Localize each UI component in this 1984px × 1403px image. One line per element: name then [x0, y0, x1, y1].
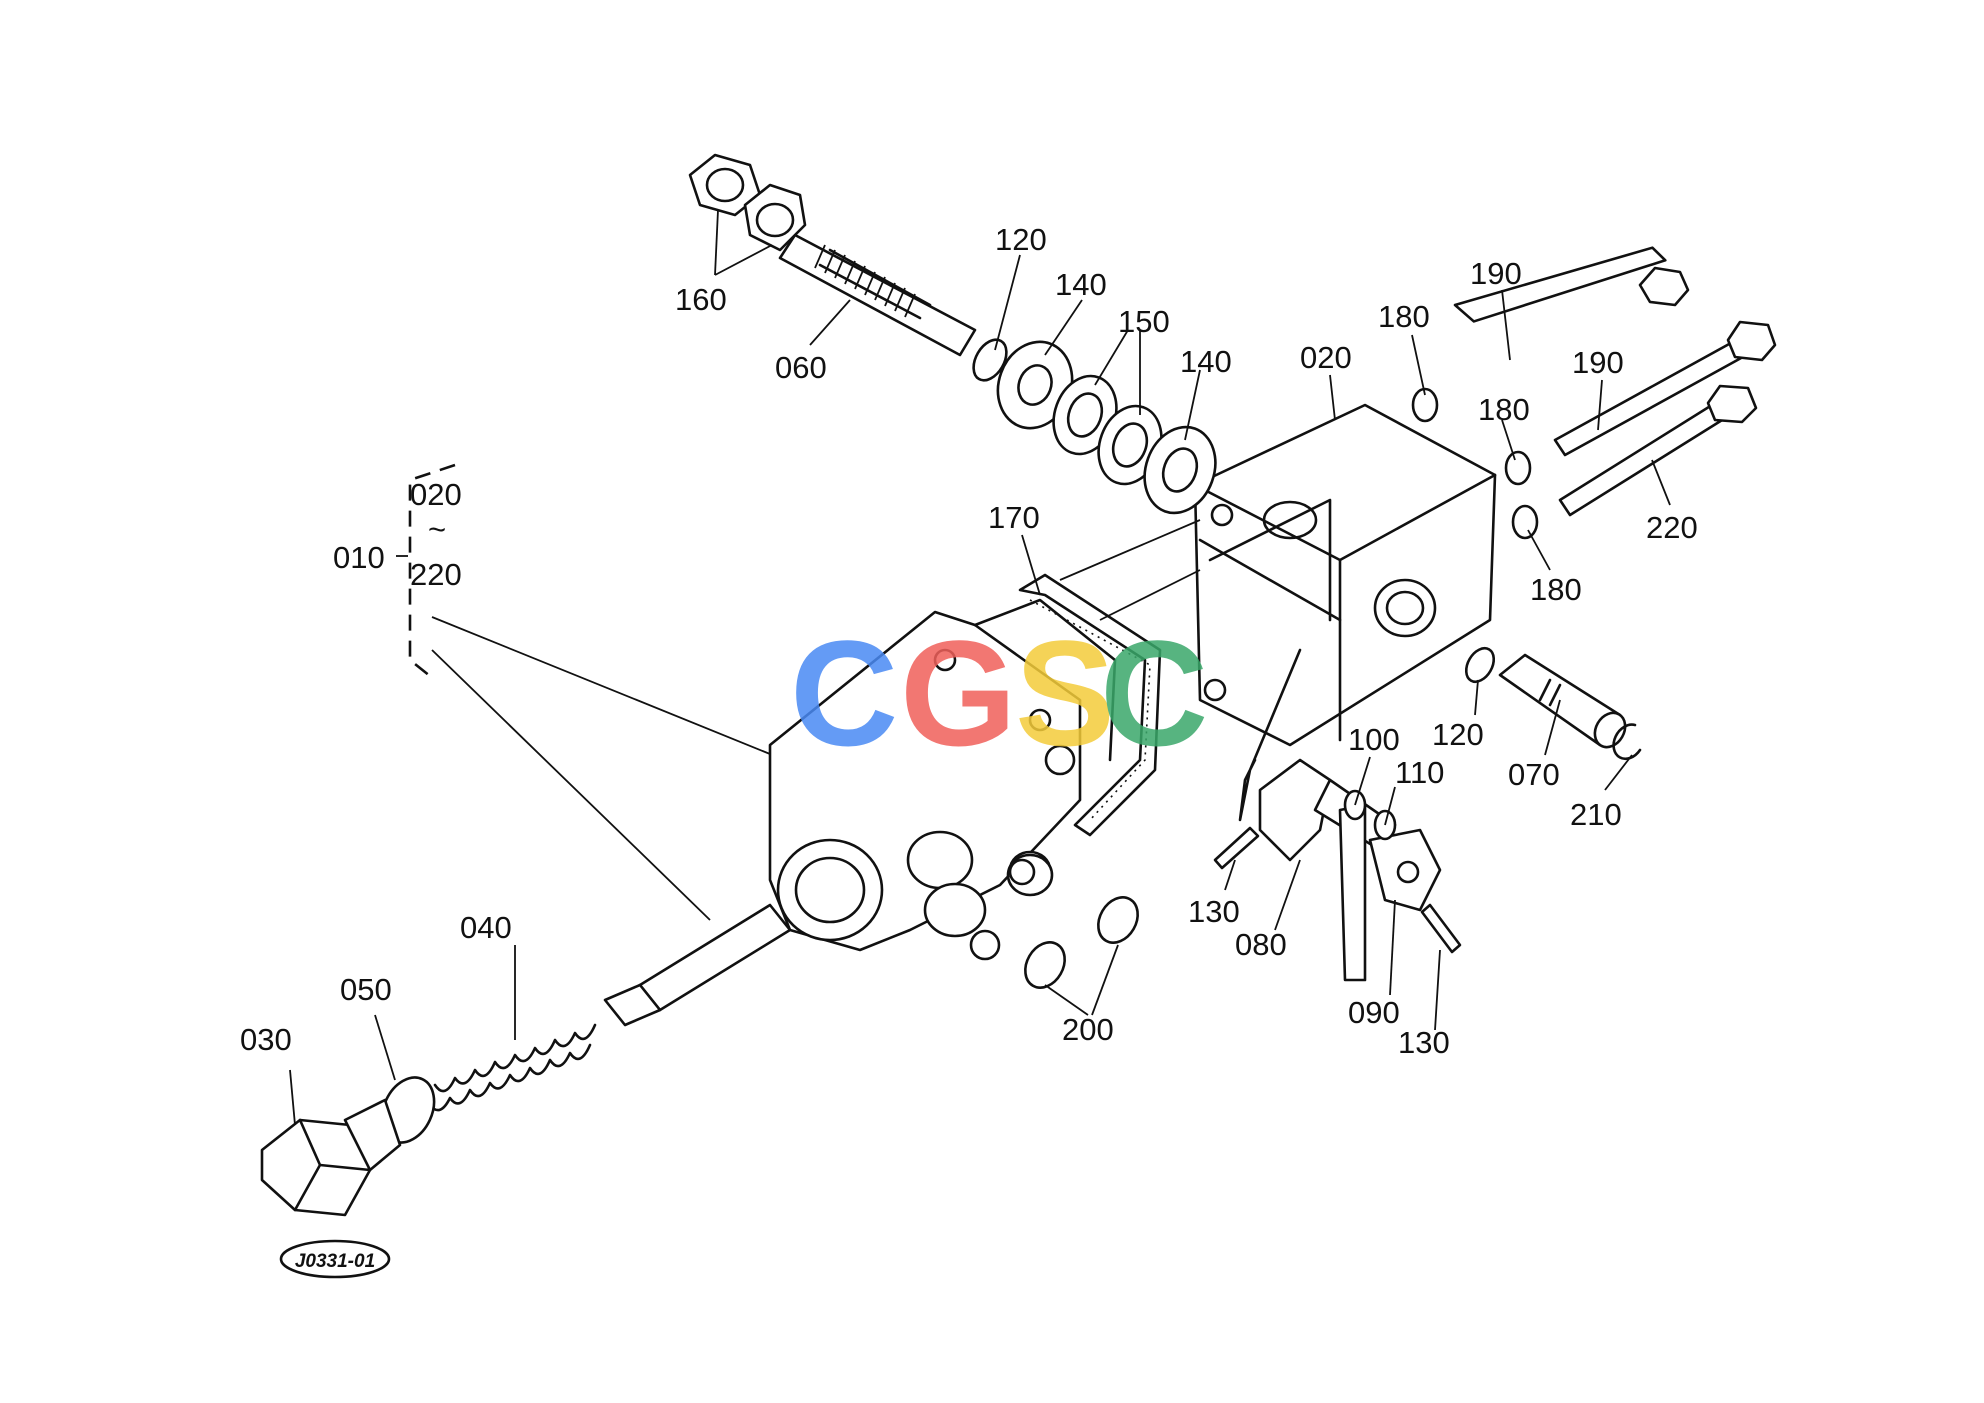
part-labels: 160 060 120 140 150 140 020 180 190 180 …: [240, 222, 1698, 1060]
label-assembly-range-end: 220: [410, 557, 462, 592]
drawing-code-text: J0331-01: [295, 1251, 375, 1272]
label-130-left: 130: [1188, 894, 1240, 929]
washer-180b: [1504, 450, 1532, 486]
label-190-mid: 190: [1572, 345, 1624, 380]
label-120-top: 120: [995, 222, 1047, 257]
label-220: 220: [1646, 510, 1698, 545]
spring-040: [428, 1023, 597, 1112]
bolt-190a: [1453, 246, 1690, 323]
label-range-tilde: ~: [428, 512, 446, 547]
assembly-bracket: [408, 463, 456, 682]
assembly-leader-line-upper: [431, 616, 771, 755]
label-100: 100: [1348, 722, 1400, 757]
label-140-left: 140: [1055, 267, 1107, 302]
o-ring-120-top: [972, 338, 1008, 382]
label-150: 150: [1118, 304, 1170, 339]
shaft-070: [1498, 653, 1627, 749]
o-ring-120-side: [1464, 646, 1496, 684]
label-020: 020: [1300, 340, 1352, 375]
circlip-210: [1612, 723, 1642, 761]
bolt-220: [1558, 384, 1758, 517]
watermark-letter-c2: C: [1100, 609, 1208, 777]
label-210: 210: [1570, 797, 1622, 832]
hex-plug-030: [260, 1098, 402, 1217]
label-assembly-range-start: 020: [410, 477, 462, 512]
watermark: C G S C: [790, 609, 1208, 777]
label-170: 170: [988, 500, 1040, 535]
label-090: 090: [1348, 995, 1400, 1030]
label-030: 030: [240, 1022, 292, 1057]
watermark-letter-c1: C: [790, 609, 898, 777]
label-070: 070: [1508, 757, 1560, 792]
label-180-mid: 180: [1478, 392, 1530, 427]
o-ring-200b: [1097, 896, 1139, 944]
label-050: 050: [340, 972, 392, 1007]
label-200: 200: [1062, 1012, 1114, 1047]
label-080: 080: [1235, 927, 1287, 962]
assembly-leader-line-lower: [431, 649, 711, 921]
housing-020: [1059, 403, 1497, 747]
label-assembly-010: 010: [333, 540, 385, 575]
pin-130b: [1420, 903, 1462, 954]
adjust-screw-060: [778, 233, 977, 357]
label-110: 110: [1395, 755, 1444, 790]
label-160: 160: [675, 282, 727, 317]
label-120-side: 120: [1432, 717, 1484, 752]
label-040: 040: [460, 910, 512, 945]
plunger: [603, 903, 792, 1027]
washer-180c: [1511, 504, 1539, 540]
o-ring-200a: [1024, 941, 1066, 989]
lock-nut-160b: [743, 183, 807, 252]
bolt-190b: [1553, 320, 1777, 457]
label-180-top: 180: [1378, 299, 1430, 334]
label-130-right: 130: [1398, 1025, 1450, 1060]
watermark-letter-s: S: [1015, 609, 1115, 777]
label-060: 060: [775, 350, 827, 385]
label-140-right: 140: [1180, 344, 1232, 379]
washer-140b: [1143, 425, 1217, 515]
label-190-top: 190: [1470, 256, 1522, 291]
wire-link: [1238, 648, 1302, 822]
drawing-code-badge: J0331-01: [279, 1239, 391, 1279]
washer-180a: [1411, 387, 1439, 423]
label-180-bottom: 180: [1530, 572, 1582, 607]
callout-leaders: [289, 209, 1671, 1126]
gasket-170: [1018, 573, 1162, 837]
watermark-letter-g: G: [900, 609, 1017, 777]
valve-body: [768, 598, 1117, 961]
pin-130a: [1213, 826, 1260, 870]
